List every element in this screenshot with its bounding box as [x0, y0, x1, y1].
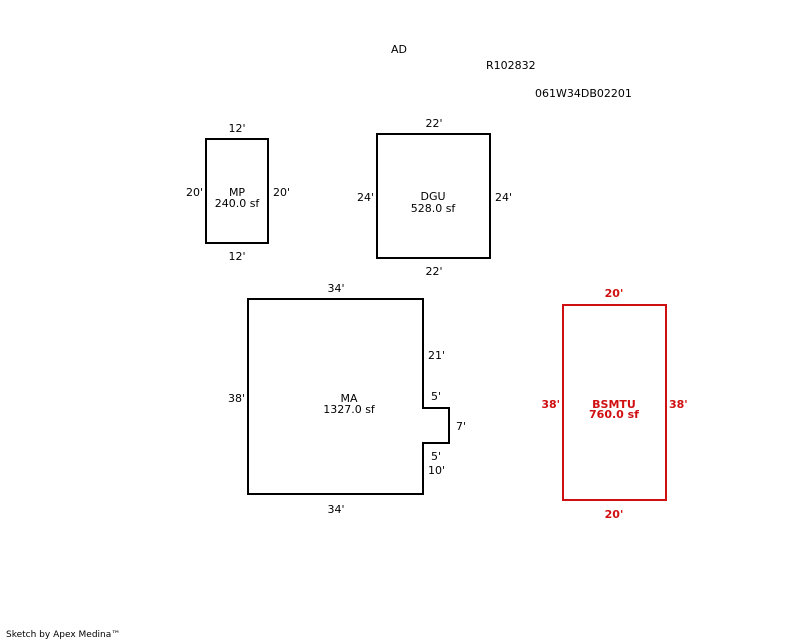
- ma-left-dimension: 38': [228, 392, 245, 405]
- dgu-bottom-dimension: 22': [425, 265, 442, 278]
- bsmtu-top-dimension: 20': [605, 287, 624, 300]
- ma-name: MA: [340, 392, 357, 405]
- dgu-left-dimension: 24': [357, 191, 374, 204]
- mp-right-dimension: 20': [273, 186, 290, 199]
- bsmtu-right-dimension: 38': [669, 398, 688, 411]
- bsmtu-name: BSMTU: [592, 398, 636, 411]
- header-map-tax-lot: 061W34DB02201: [535, 87, 632, 100]
- area-mp: 12' 12' 20' 20' MP 240.0 sf: [186, 122, 290, 263]
- footer-credit: Sketch by Apex Medina™: [6, 630, 120, 640]
- ma-top-dimension: 34': [327, 282, 344, 295]
- bsmtu-left-dimension: 38': [541, 398, 560, 411]
- dgu-right-dimension: 24': [495, 191, 512, 204]
- bsmtu-area: 760.0 sf: [589, 408, 639, 421]
- dgu-name: DGU: [420, 190, 445, 203]
- mp-bottom-dimension: 12': [228, 250, 245, 263]
- ma-notch-depth-dimension: 7': [456, 420, 466, 433]
- dgu-area: 528.0 sf: [411, 202, 457, 215]
- area-ma: 34' 34' 38' 21' 5' 7' 5' 10' MA 1327.0 s…: [228, 282, 466, 516]
- bsmtu-outline: [562, 304, 667, 501]
- dgu-top-dimension: 22': [425, 117, 442, 130]
- area-bsmtu: 20' 20' 38' 38' BSMTU 760.0 sf: [541, 287, 687, 521]
- ma-outline: [247, 298, 450, 495]
- ma-bottom-dimension: 34': [327, 503, 344, 516]
- ma-right-lower-dimension: 10': [428, 464, 445, 477]
- ma-right-upper-dimension: 21': [428, 349, 445, 362]
- header-account: R102832: [486, 59, 536, 72]
- mp-name: MP: [229, 186, 245, 199]
- mp-area: 240.0 sf: [215, 197, 261, 210]
- header-code: AD: [391, 43, 407, 56]
- ma-notch-bottom-dimension: 5': [431, 450, 441, 463]
- mp-left-dimension: 20': [186, 186, 203, 199]
- area-dgu: 22' 22' 24' 24' DGU 528.0 sf: [357, 117, 512, 278]
- ma-notch-top-dimension: 5': [431, 390, 441, 403]
- bsmtu-bottom-dimension: 20': [605, 508, 624, 521]
- ma-area: 1327.0 sf: [323, 403, 376, 416]
- mp-outline: [205, 138, 269, 244]
- dgu-outline: [376, 133, 491, 259]
- mp-top-dimension: 12': [228, 122, 245, 135]
